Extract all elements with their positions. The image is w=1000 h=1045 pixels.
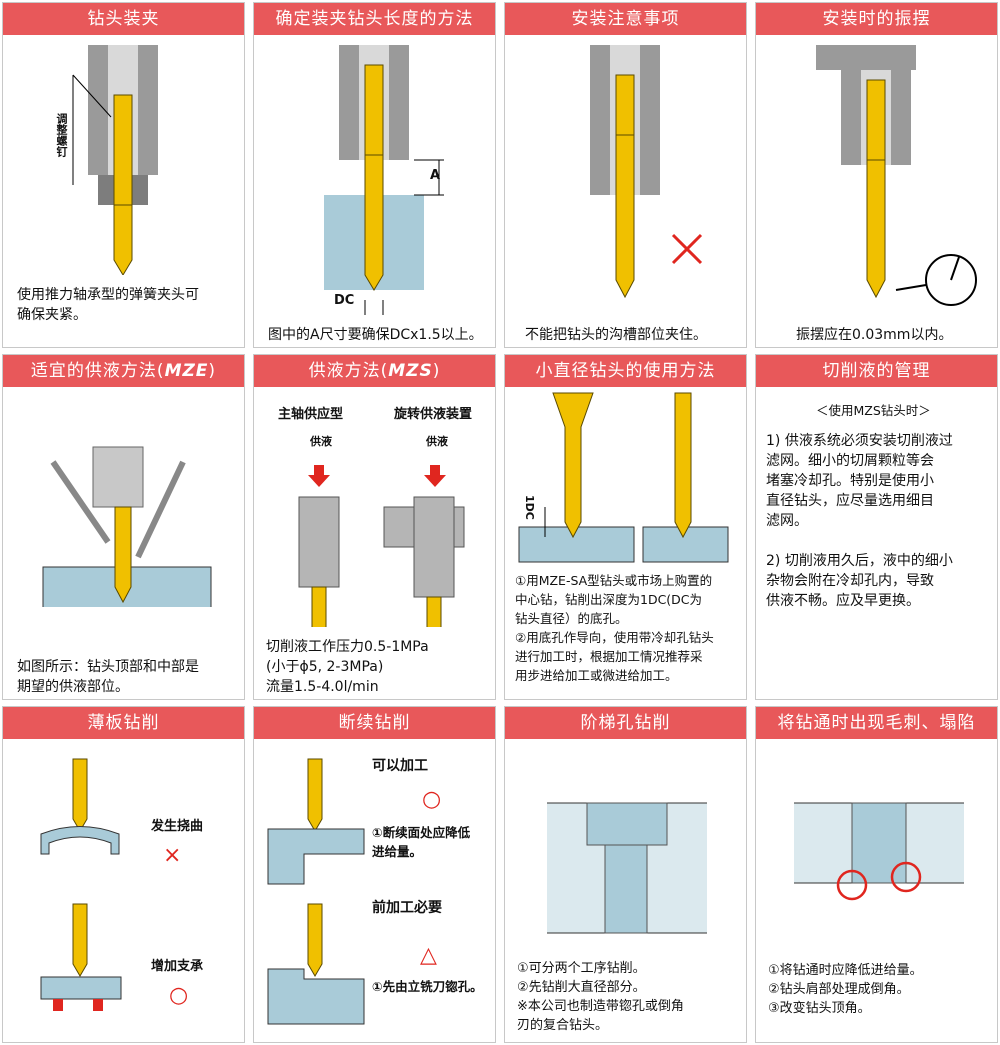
- panel-title: 确定装夹钻头长度的方法: [254, 3, 495, 35]
- screw-label: 调整螺钉: [55, 113, 68, 157]
- panel-title: 阶梯孔钻削: [505, 707, 746, 739]
- panel-title: 切削液的管理: [756, 355, 997, 387]
- rotary-label: 旋转供液装置: [394, 407, 473, 422]
- panel-runout: 安装时的振摆 振摆应在0.03mm以内。: [755, 2, 998, 348]
- burr-diagram: [794, 802, 964, 901]
- panel-caption: ①将钻通时应降低进给量。 ②钻头肩部处理成倒角。 ③改变钻头顶角。: [768, 963, 923, 1016]
- panel-thin-plate: 薄板钻削 发生挠曲 × 增加支承 ○: [2, 706, 245, 1043]
- dc-label: 1DC: [523, 495, 536, 520]
- interrupted-diagram: [267, 758, 365, 1025]
- ng-mark: ×: [163, 843, 182, 868]
- dim-a-label: A: [430, 168, 441, 183]
- panel-step-hole: 阶梯孔钻削 ①可分两个工序钻削。 ②先钻削大直径部分。 ※本公司也制造带锪孔或倒…: [504, 706, 747, 1043]
- ok-mark: ○: [422, 787, 442, 812]
- clamping-diagram: [72, 45, 158, 275]
- support-label: 增加支承: [151, 959, 204, 974]
- drill-shank: [113, 94, 133, 206]
- panel-title: 断续钻削: [254, 707, 495, 739]
- runout-diagram: [816, 45, 977, 306]
- panel-install-notes: 安装注意事项 不能把钻头的沟槽部位夹住。: [504, 2, 747, 348]
- panel-caption: 不能把钻头的沟槽部位夹住。: [525, 327, 707, 343]
- panel-coolant-management: 切削液的管理 ＜使用MZS钻头时＞ 1) 供液系统必须安装切削液过 滤网。细小的…: [755, 354, 998, 700]
- coolant-item-2: 2) 切削液用久后，液中的细小 杂物会附在冷却孔内，导致 供液不畅。应及早更换。: [766, 553, 953, 609]
- supply-label-1: 供液: [310, 435, 332, 448]
- panel-title: 安装时的振摆: [756, 3, 997, 35]
- panel-burr: 将钻通时出现毛刺、塌陷 ①将钻通时应降低进给量。 ②钻头肩部处理成倒角。 ③改变…: [755, 706, 998, 1043]
- deflect-label: 发生挠曲: [151, 819, 204, 834]
- coolant-item-1: 1) 供液系统必须安装切削液过 滤网。细小的切屑颗粒等会 堵塞冷却孔。特别是使用…: [766, 433, 953, 529]
- panel-caption: 使用推力轴承型的弹簧夹头可 确保夹紧。: [17, 287, 199, 323]
- screw-pointer: [72, 74, 112, 118]
- panel-title: 小直径钻头的使用方法: [505, 355, 746, 387]
- dim-dc-label: DC: [334, 293, 355, 308]
- coolant-mzs-diagram: [298, 465, 465, 627]
- panel-title: 安装注意事项: [505, 3, 746, 35]
- tri-mark: △: [420, 943, 437, 968]
- panel-coolant-mze: 适宜的供液方法(MZE) 如图所示：钻头顶部和中部是 期望的供液部位。: [2, 354, 245, 700]
- panel-title: 适宜的供液方法(MZE): [3, 355, 244, 387]
- burr-circle-left: [836, 869, 868, 901]
- panel-title: 供液方法(MZS): [254, 355, 495, 387]
- panel-title: 钻头装夹: [3, 3, 244, 35]
- clamp-length-diagram: [324, 45, 444, 315]
- panel-caption: 振摆应在0.03mm以内。: [796, 327, 953, 343]
- burr-circle-right: [890, 861, 922, 893]
- panel-drill-clamping: 钻头装夹 调整螺钉 使用推力轴承型的弹簧夹头可 确保夹紧。: [2, 2, 245, 348]
- panel-interrupted: 断续钻削 可以加工 ○ ①断续面处应降低 进给量。 前加工必要 △ ①先由立铣刀…: [253, 706, 496, 1043]
- thin-plate-diagram: [40, 758, 122, 1011]
- panel-clamp-length: 确定装夹钻头长度的方法 A DC 图中的A尺寸要确保DCx1.5以上。: [253, 2, 496, 348]
- panel-coolant-mzs: 供液方法(MZS) 主轴供应型 旋转供液装置 供液 供液 切削液工作压力0.5-…: [253, 354, 496, 700]
- note-2: ①先由立铣刀锪孔。: [372, 979, 483, 994]
- panel-title: 将钻通时出现毛刺、塌陷: [756, 707, 997, 739]
- panel-caption: ①用MZE-SA型钻头或市场上购置的 中心钻，钻削出深度为1DC(DC为 钻头直…: [515, 573, 714, 683]
- install-diagram: [590, 45, 703, 299]
- ok-mark: ○: [169, 983, 189, 1008]
- small-drill-diagram: [518, 392, 729, 563]
- spindle-label: 主轴供应型: [278, 407, 344, 422]
- drill-flute: [113, 204, 133, 275]
- panel-caption: 图中的A尺寸要确保DCx1.5以上。: [268, 327, 483, 343]
- panel-caption: ①可分两个工序钻削。 ②先钻削大直径部分。 ※本公司也制造带锪孔或倒角 刃的复合…: [517, 961, 684, 1033]
- panel-title: 薄板钻削: [3, 707, 244, 739]
- panel-subtitle: ＜使用MZS钻头时＞: [816, 403, 931, 418]
- panel-small-drill: 小直径钻头的使用方法 1DC ①用MZE-SA型钻头或市场上购置的 中心钻，钻削…: [504, 354, 747, 700]
- panel-caption: 切削液工作压力0.5-1MPa (小于ϕ5, 2-3MPa) 流量1.5-4.0…: [266, 639, 429, 695]
- note-1: ①断续面处应降低 进给量。: [372, 825, 471, 859]
- step-hole-diagram: [547, 802, 707, 934]
- panel-caption: 如图所示：钻头顶部和中部是 期望的供液部位。: [17, 659, 199, 695]
- coolant-mze-diagram: [42, 446, 212, 607]
- can-label: 可以加工: [372, 758, 428, 774]
- pre-label: 前加工必要: [372, 900, 442, 916]
- supply-label-2: 供液: [426, 435, 448, 448]
